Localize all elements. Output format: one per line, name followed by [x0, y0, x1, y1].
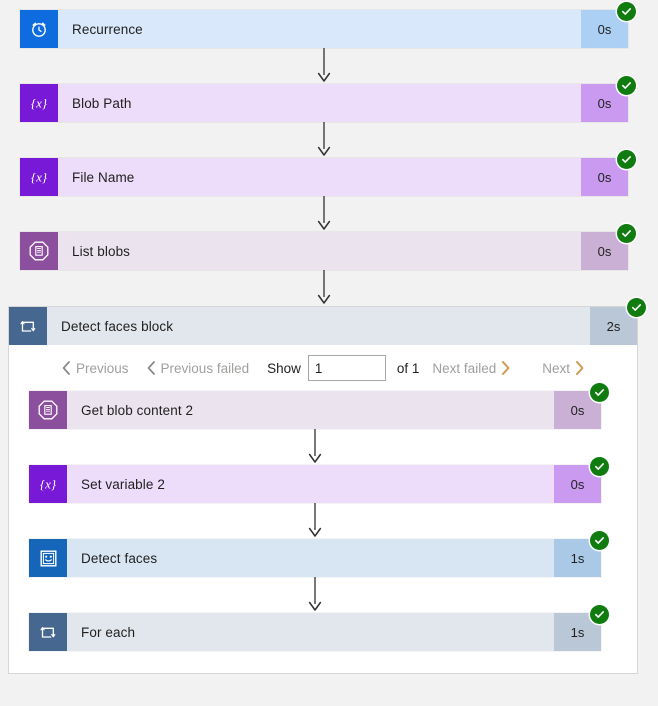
- variable-braces-icon: {x}: [29, 465, 67, 503]
- alarm-clock-icon: [20, 10, 58, 48]
- scope-body: Get blob content 2 0s {x}: [9, 383, 637, 673]
- scope-duration: 2s: [590, 307, 637, 345]
- scope-loop-icon: [9, 307, 47, 345]
- action-title: Get blob content 2: [81, 402, 194, 418]
- show-label: Show: [267, 360, 301, 376]
- previous-failed-button-label: Previous failed: [160, 360, 250, 376]
- status-badge-succeeded: [590, 531, 609, 550]
- svg-text:{x}: {x}: [31, 170, 48, 185]
- scope-header[interactable]: Detect faces block 2s: [9, 298, 646, 345]
- status-badge-succeeded: [590, 457, 609, 476]
- connector-arrow: [20, 48, 628, 84]
- connector-arrow: [29, 429, 601, 465]
- scope-header-card[interactable]: Detect faces block 2s: [9, 298, 646, 345]
- action-title: Recurrence: [72, 21, 143, 37]
- status-badge-succeeded: [627, 298, 646, 317]
- face-smile-icon: [29, 539, 67, 577]
- scope-detect-faces-block: Detect faces block 2s Previous: [8, 298, 646, 674]
- page-number-input[interactable]: [307, 355, 386, 381]
- blob-storage-icon: [29, 391, 67, 429]
- chevron-left-icon: [62, 361, 71, 375]
- status-badge-succeeded: [590, 605, 609, 624]
- action-title: Detect faces: [81, 550, 158, 566]
- action-card-list-blobs[interactable]: List blobs 0s: [20, 224, 636, 270]
- action-card-get-blob-content-2[interactable]: Get blob content 2 0s: [29, 383, 609, 429]
- next-failed-button[interactable]: Next failed: [423, 361, 519, 376]
- svg-text:{x}: {x}: [31, 96, 48, 111]
- svg-text:{x}: {x}: [40, 477, 57, 492]
- action-title: File Name: [72, 169, 135, 185]
- action-card-for-each[interactable]: For each 1s: [29, 605, 609, 651]
- status-badge-succeeded: [617, 150, 636, 169]
- connector-arrow: [20, 196, 628, 232]
- previous-button-label: Previous: [76, 360, 129, 376]
- chevron-right-icon: [575, 361, 584, 375]
- previous-failed-button[interactable]: Previous failed: [138, 361, 259, 376]
- action-title: List blobs: [72, 243, 131, 259]
- action-duration: 0s: [581, 10, 628, 48]
- next-button-label: Next: [542, 360, 570, 376]
- previous-button[interactable]: Previous: [53, 361, 138, 376]
- action-card-detect-faces[interactable]: Detect faces 1s: [29, 531, 609, 577]
- action-card-recurrence[interactable]: Recurrence 0s: [20, 2, 636, 48]
- status-badge-succeeded: [590, 383, 609, 402]
- chevron-right-icon: [501, 361, 510, 375]
- connector-arrow: [29, 577, 601, 613]
- action-title: Set variable 2: [81, 476, 165, 492]
- status-badge-succeeded: [617, 224, 636, 243]
- page-total-label: of 1: [396, 360, 420, 376]
- action-card-blob-path[interactable]: {x} Blob Path 0s: [20, 76, 636, 122]
- variable-braces-icon: {x}: [20, 158, 58, 196]
- status-badge-succeeded: [617, 2, 636, 21]
- scope-pagination-bar: Previous Previous failed Show of 1 Next …: [9, 345, 637, 391]
- action-title: For each: [81, 624, 136, 640]
- connector-arrow: [20, 122, 628, 158]
- chevron-left-icon: [147, 361, 156, 375]
- blob-storage-icon: [20, 232, 58, 270]
- next-button[interactable]: Next: [533, 361, 593, 376]
- action-card-set-variable-2[interactable]: {x} Set variable 2 0s: [29, 457, 609, 503]
- scope-title: Detect faces block: [61, 318, 174, 334]
- scope-loop-icon: [29, 613, 67, 651]
- connector-arrow: [29, 503, 601, 539]
- next-failed-button-label: Next failed: [432, 360, 497, 376]
- action-title: Blob Path: [72, 95, 132, 111]
- action-card-file-name[interactable]: {x} File Name 0s: [20, 150, 636, 196]
- status-badge-succeeded: [617, 76, 636, 95]
- connector-arrow: [20, 270, 628, 306]
- variable-braces-icon: {x}: [20, 84, 58, 122]
